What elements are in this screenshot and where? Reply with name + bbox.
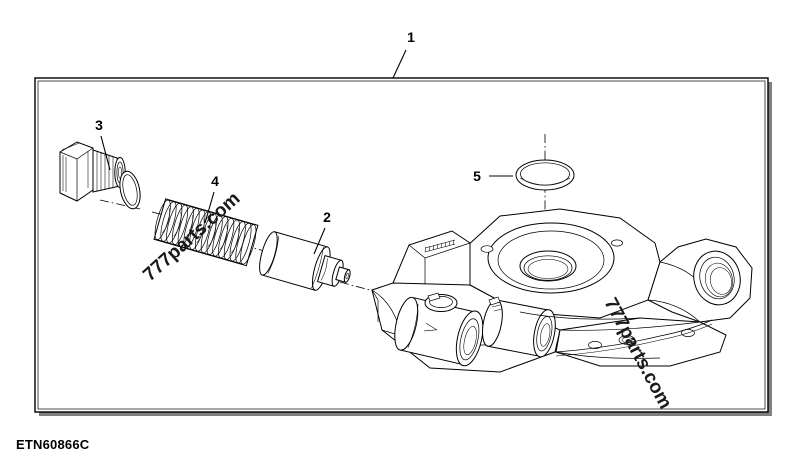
callout-3-label: 3 bbox=[95, 117, 103, 133]
callout-1-label: 1 bbox=[407, 29, 415, 45]
part-coil-spring bbox=[153, 198, 259, 267]
callout-2[interactable]: 2 bbox=[313, 209, 331, 255]
part-code-label: ETN60866C bbox=[16, 437, 90, 452]
callout-3-leader bbox=[100, 135, 111, 171]
callout-3[interactable]: 3 bbox=[95, 117, 111, 171]
valve-body-casting bbox=[371, 208, 753, 373]
callout-4-label: 4 bbox=[211, 173, 219, 189]
callout-4-leader bbox=[204, 191, 215, 224]
callout-2-label: 2 bbox=[323, 209, 331, 225]
part-o-ring-seal bbox=[515, 159, 575, 191]
part-o-ring-small bbox=[119, 170, 141, 210]
part-spool-plunger bbox=[259, 231, 351, 291]
cast-detail-pins bbox=[427, 292, 503, 312]
callout-4[interactable]: 4 bbox=[204, 173, 219, 224]
callout-5-label: 5 bbox=[473, 168, 481, 184]
callout-1-leader bbox=[392, 49, 407, 79]
callout-1[interactable]: 1 bbox=[392, 29, 415, 79]
callout-5[interactable]: 5 bbox=[473, 168, 513, 184]
callout-2-leader bbox=[313, 227, 326, 255]
